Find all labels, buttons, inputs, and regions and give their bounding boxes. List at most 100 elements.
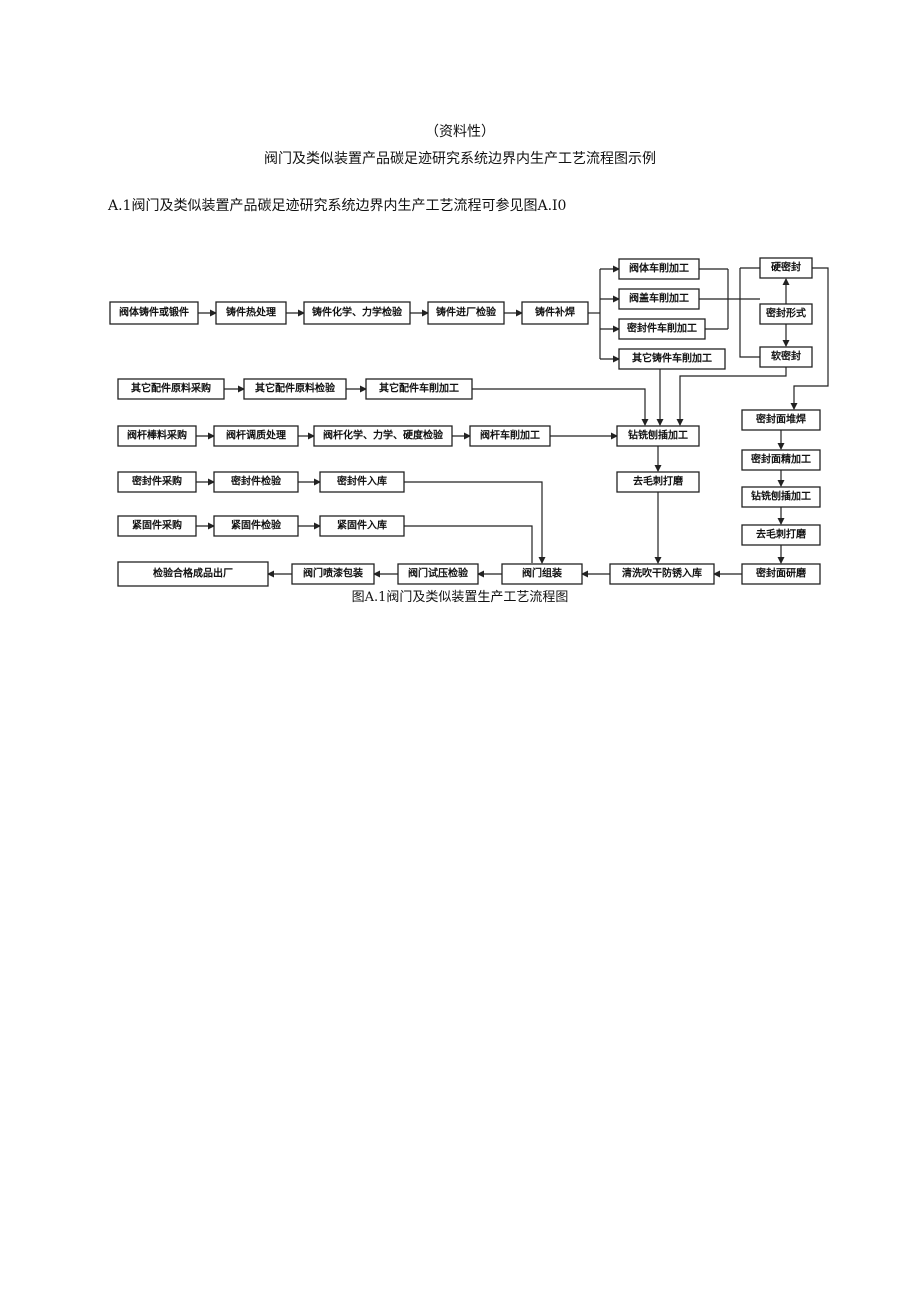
flow-node-box — [365, 378, 473, 400]
flow-node-n30: 阀门试压检验 — [397, 563, 479, 585]
flow-node-box — [213, 425, 299, 447]
flow-node-n17: 阀杆调质处理 — [213, 425, 299, 447]
flow-node-n28: 检验合格成品出厂 — [117, 561, 269, 587]
flow-node-box — [427, 301, 505, 325]
flow-node-label: 钻铣刨插加工 — [751, 490, 811, 503]
flow-node-box — [117, 378, 225, 400]
flow-node-label: 铸件化学、力学检验 — [312, 306, 403, 319]
flow-node-label: 阀盖车削加工 — [629, 292, 689, 305]
flow-node-n14: 其它配件原料检验 — [243, 378, 347, 400]
flow-node-box — [303, 301, 411, 325]
flow-node-label: 阀杆车削加工 — [480, 429, 540, 442]
flow-arrow — [404, 525, 533, 563]
flow-node-box — [469, 425, 551, 447]
flow-node-box — [117, 561, 269, 587]
figure-caption: 图A.1阀门及类似装置生产工艺流程图 — [351, 590, 569, 605]
flow-node-box — [521, 301, 589, 325]
flow-node-n10: 硬密封 — [759, 257, 813, 279]
flow-node-label: 其它配件原料采购 — [131, 382, 211, 395]
flow-node-n26: 紧固件检验 — [213, 515, 299, 537]
flow-connectors — [196, 265, 829, 578]
flow-node-label: 密封面研磨 — [756, 567, 807, 580]
flow-node-label: 硬密封 — [771, 261, 801, 274]
flow-node-box — [117, 425, 197, 447]
flow-node-box — [741, 486, 821, 508]
flow-node-label: 检验合格成品出厂 — [153, 567, 233, 580]
flow-node-box — [741, 524, 821, 546]
flow-node-box — [397, 563, 479, 585]
flow-node-label: 清洗吹干防锈入库 — [622, 567, 702, 580]
flow-node-label: 密封形式 — [766, 307, 806, 320]
flow-node-label: 铸件进厂检验 — [436, 306, 497, 319]
flow-node-n21: 去毛刺打磨 — [616, 471, 700, 493]
flow-node-box — [618, 348, 726, 370]
flow-node-box — [319, 471, 405, 493]
flow-node-label: 阀门组装 — [522, 567, 562, 580]
flow-node-n37: 去毛刺打磨 — [741, 524, 821, 546]
flow-node-n3: 铸件化学、力学检验 — [303, 301, 411, 325]
flow-node-box — [741, 563, 821, 585]
flow-node-box — [759, 303, 813, 325]
flow-node-label: 密封面堆焊 — [756, 413, 806, 426]
flow-node-box — [759, 257, 813, 279]
flow-node-label: 密封件采购 — [132, 475, 182, 488]
flow-node-n22: 密封件采购 — [117, 471, 197, 493]
flow-arrow — [404, 481, 546, 564]
flow-node-label: 阀门试压检验 — [408, 567, 469, 580]
flow-node-label: 钻铣刨插加工 — [628, 429, 688, 442]
flow-node-label: 密封件检验 — [231, 475, 282, 488]
flow-arrow — [472, 388, 649, 426]
flow-node-label: 铸件热处理 — [226, 306, 276, 319]
flow-node-n7: 阀盖车削加工 — [618, 288, 700, 310]
flow-node-label: 密封面精加工 — [751, 453, 811, 466]
flow-node-label: 其它配件车削加工 — [379, 382, 459, 395]
flow-node-label: 密封件入库 — [337, 475, 387, 488]
flow-node-label: 阀杆化学、力学、硬度检验 — [323, 429, 444, 442]
flow-node-box — [117, 471, 197, 493]
flow-node-box — [609, 563, 715, 585]
flow-node-n9: 其它铸件车削加工 — [618, 348, 726, 370]
flow-node-box — [319, 515, 405, 537]
flow-node-n32: 清洗吹干防锈入库 — [609, 563, 715, 585]
flow-node-box — [213, 471, 299, 493]
flow-node-label: 去毛刺打磨 — [633, 475, 684, 488]
flow-node-box — [741, 409, 821, 431]
flow-nodes: 阀体铸件或锻件铸件热处理铸件化学、力学检验铸件进厂检验铸件补焊阀体车削加工阀盖车… — [109, 257, 821, 587]
flow-node-n16: 阀杆棒料采购 — [117, 425, 197, 447]
flow-node-box — [313, 425, 453, 447]
flow-arrow — [676, 367, 787, 426]
flow-node-n4: 铸件进厂检验 — [427, 301, 505, 325]
flow-node-n2: 铸件热处理 — [215, 301, 287, 325]
flow-node-n29: 阀门喷漆包装 — [291, 563, 375, 585]
flow-node-n23: 密封件检验 — [213, 471, 299, 493]
flow-node-label: 软密封 — [771, 350, 801, 363]
flow-node-n13: 其它配件原料采购 — [117, 378, 225, 400]
flow-node-n25: 紧固件采购 — [117, 515, 197, 537]
flow-node-n31: 阀门组装 — [501, 563, 583, 585]
flow-arrow — [739, 268, 760, 358]
flow-node-n15: 其它配件车削加工 — [365, 378, 473, 400]
flow-node-n12: 软密封 — [759, 346, 813, 368]
flow-node-box — [741, 449, 821, 471]
flow-node-box — [618, 258, 700, 280]
flow-node-n34: 密封面堆焊 — [741, 409, 821, 431]
flow-node-n33: 密封面研磨 — [741, 563, 821, 585]
flow-node-box — [291, 563, 375, 585]
flow-node-n19: 阀杆车削加工 — [469, 425, 551, 447]
intro-paragraph: A.1阀门及类似装置产品碳足迹研究系统边界内生产工艺流程可参见图A.I0 — [108, 198, 567, 214]
flow-node-box — [117, 515, 197, 537]
flow-node-label: 铸件补焊 — [535, 306, 575, 319]
flow-node-n8: 密封件车削加工 — [618, 318, 706, 340]
flow-node-n36: 钻铣刨插加工 — [741, 486, 821, 508]
flow-node-n5: 铸件补焊 — [521, 301, 589, 325]
flow-node-label: 阀门喷漆包装 — [303, 567, 363, 580]
flow-node-n1: 阀体铸件或锻件 — [109, 301, 199, 325]
flow-node-label: 阀杆调质处理 — [226, 429, 286, 442]
flow-node-box — [243, 378, 347, 400]
process-flow-diagram: 阀体铸件或锻件铸件热处理铸件化学、力学检验铸件进厂检验铸件补焊阀体车削加工阀盖车… — [109, 257, 829, 587]
flow-node-box — [618, 318, 706, 340]
flow-node-label: 阀杆棒料采购 — [127, 429, 187, 442]
flow-node-box — [618, 288, 700, 310]
flow-node-label: 紧固件入库 — [337, 519, 387, 532]
flow-node-box — [213, 515, 299, 537]
